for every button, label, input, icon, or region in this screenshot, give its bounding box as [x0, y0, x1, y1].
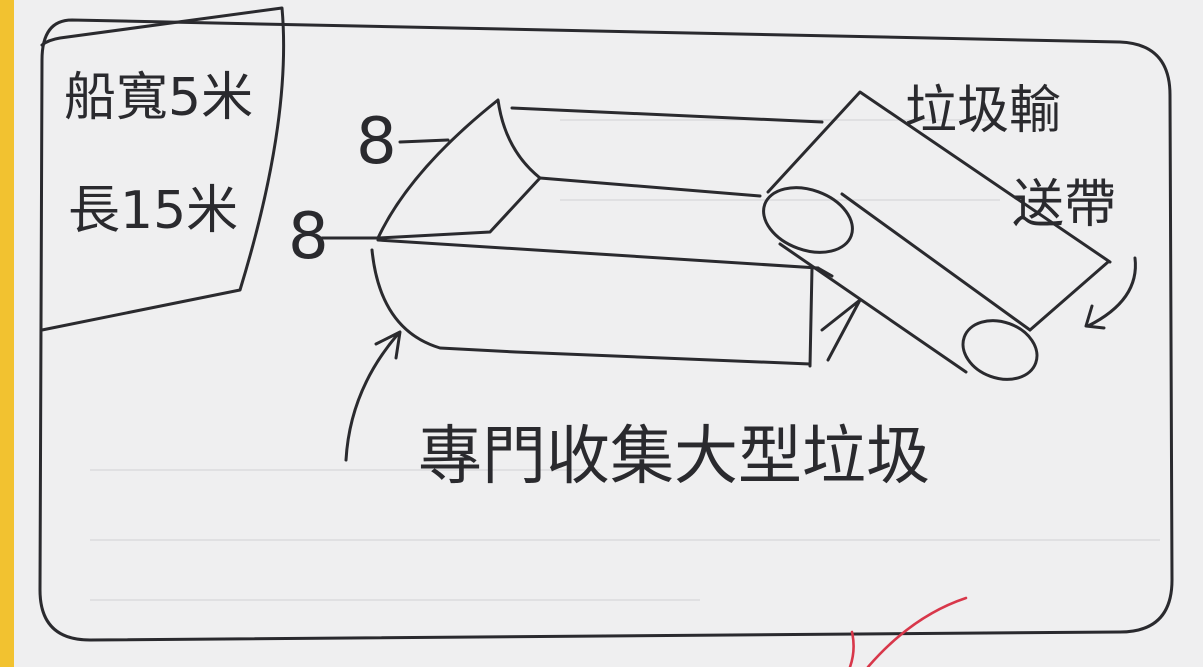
yellow-border-strip	[0, 0, 14, 667]
garbage-conveyor-belt	[762, 90, 1112, 381]
boat-length-label: 長15米	[68, 181, 238, 241]
conveyor-pointer-arrow	[1084, 256, 1137, 330]
upper-height-leader	[398, 138, 450, 144]
diagram-caption: 專門收集大型垃圾	[418, 420, 930, 494]
conveyor-label-line1: 垃圾輸	[905, 81, 1061, 141]
upper-height-mark: 8	[356, 105, 397, 179]
outer-frame	[38, 18, 1174, 642]
conveyor-label-line2: 送帶	[1012, 175, 1116, 235]
background-bleed-lines	[90, 119, 1160, 601]
boat-width-label: 船寬5米	[64, 68, 253, 128]
red-check-mark	[848, 596, 968, 667]
dimensions-box-border	[40, 6, 286, 332]
caption-pointer-arrow	[344, 330, 402, 462]
boat-hull	[370, 98, 862, 368]
